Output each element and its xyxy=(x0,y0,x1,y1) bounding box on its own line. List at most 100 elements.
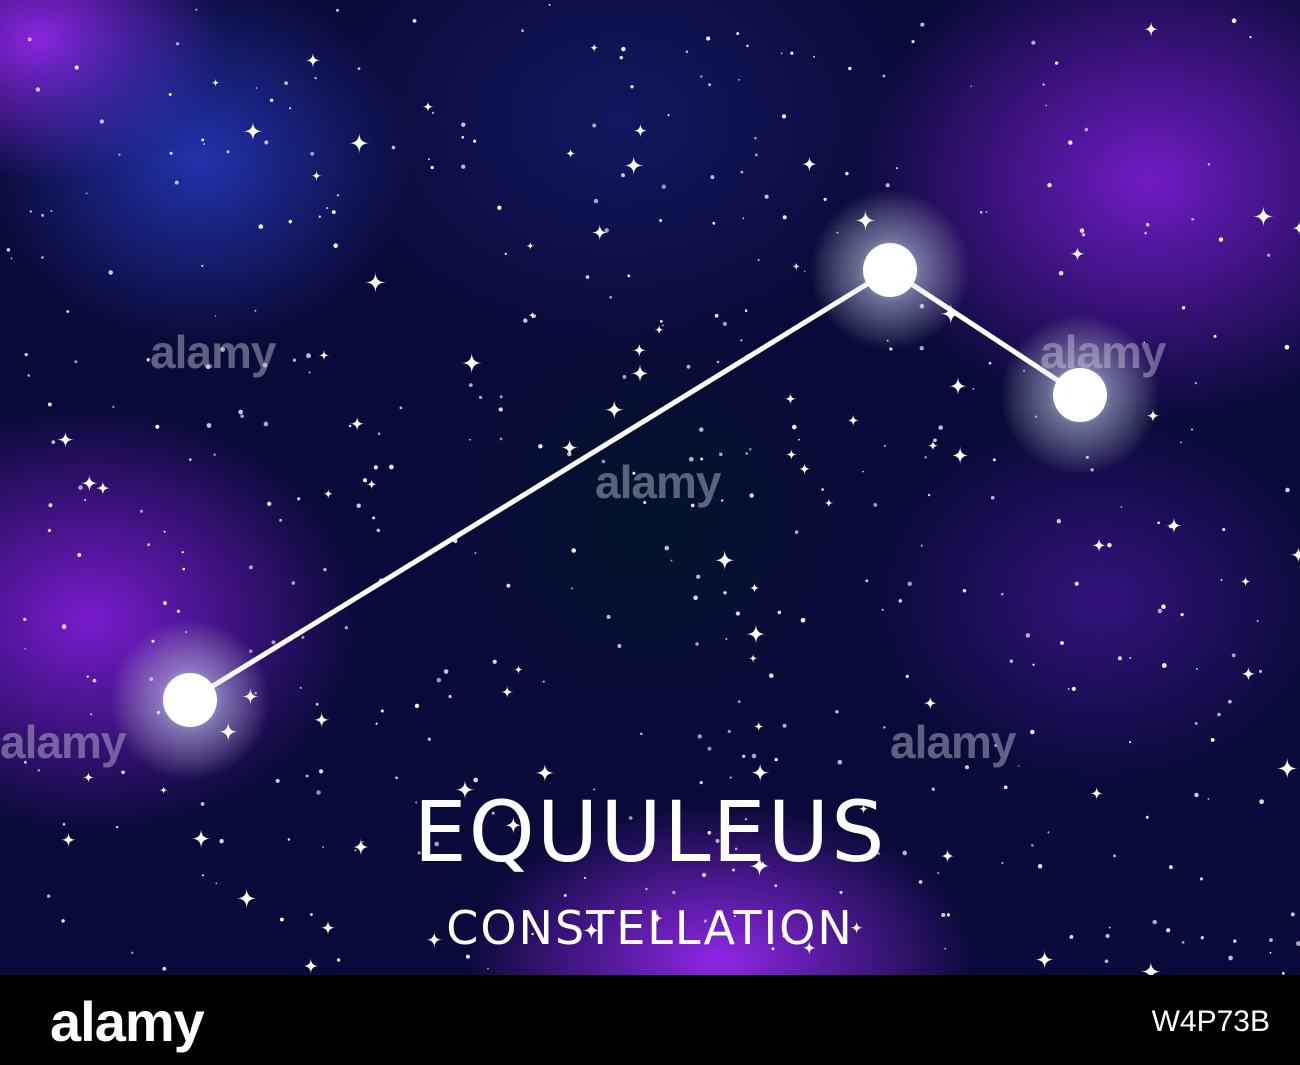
background-star xyxy=(821,488,824,491)
background-star xyxy=(722,321,728,327)
background-star xyxy=(719,452,723,457)
background-star xyxy=(279,518,283,522)
background-star xyxy=(992,458,996,462)
constellation-star-1 xyxy=(163,673,217,727)
background-star xyxy=(707,831,712,835)
sparkle-star xyxy=(1089,786,1104,801)
background-star xyxy=(1168,865,1173,870)
background-star xyxy=(201,264,204,268)
background-star xyxy=(1152,919,1157,925)
background-star xyxy=(1228,699,1232,704)
background-star xyxy=(74,65,79,70)
background-star xyxy=(798,438,800,441)
background-star xyxy=(685,50,689,53)
sparkle-star xyxy=(714,549,736,571)
background-star xyxy=(645,887,648,891)
background-star xyxy=(1068,140,1073,145)
background-star xyxy=(116,825,119,829)
sky-drawing xyxy=(6,3,1300,975)
background-star xyxy=(47,528,52,533)
sparkle-star xyxy=(758,860,768,870)
background-star xyxy=(1058,270,1064,276)
background-star xyxy=(465,954,470,959)
background-star xyxy=(990,495,995,500)
background-star xyxy=(380,709,384,713)
background-star xyxy=(428,158,431,161)
background-star xyxy=(1180,441,1183,444)
background-star xyxy=(946,913,951,917)
background-star xyxy=(1032,663,1035,666)
background-star xyxy=(318,215,321,218)
background-star xyxy=(1031,40,1036,45)
background-star xyxy=(620,921,625,926)
background-star xyxy=(774,884,778,888)
background-star xyxy=(542,680,545,683)
background-star xyxy=(263,421,269,427)
background-star xyxy=(84,499,87,502)
background-star xyxy=(336,193,340,197)
background-star xyxy=(414,703,420,709)
background-star xyxy=(606,614,611,619)
background-star xyxy=(504,252,507,256)
background-star xyxy=(754,153,758,157)
background-star xyxy=(521,29,524,32)
background-star xyxy=(48,503,53,508)
background-star xyxy=(267,501,272,506)
background-star xyxy=(1166,928,1171,933)
background-star xyxy=(417,851,421,855)
background-star xyxy=(1258,669,1263,673)
background-star xyxy=(751,753,757,759)
background-star xyxy=(1207,798,1210,800)
image-id: W4P73B xyxy=(1151,1005,1270,1038)
background-stars xyxy=(6,3,1300,975)
background-star xyxy=(883,444,886,447)
background-star xyxy=(85,192,88,195)
background-star xyxy=(29,210,33,213)
sparkle-star xyxy=(798,462,811,476)
sparkle-star xyxy=(847,414,860,427)
background-star xyxy=(206,423,212,428)
background-star xyxy=(308,371,311,374)
background-star xyxy=(24,647,27,650)
sparkle-star xyxy=(604,399,625,420)
sparkle-star xyxy=(364,271,387,294)
background-star xyxy=(1120,505,1123,508)
background-star xyxy=(672,890,676,895)
background-star xyxy=(1269,938,1273,942)
background-star xyxy=(306,353,311,359)
background-star xyxy=(1161,663,1167,668)
background-star xyxy=(720,499,724,502)
background-star xyxy=(155,424,160,429)
background-star xyxy=(315,702,319,706)
background-star xyxy=(112,405,115,408)
background-star xyxy=(1045,104,1048,107)
background-star xyxy=(1231,653,1236,658)
background-star xyxy=(27,374,30,377)
background-star xyxy=(92,678,97,683)
background-star xyxy=(37,769,41,772)
constellation-stars xyxy=(110,190,1160,780)
background-star xyxy=(474,552,477,555)
background-star xyxy=(461,135,465,139)
background-star xyxy=(74,360,78,364)
background-star xyxy=(621,46,626,52)
background-star xyxy=(391,145,396,150)
sparkle-star xyxy=(745,624,766,645)
background-star xyxy=(972,388,975,390)
background-star xyxy=(621,173,625,178)
background-star xyxy=(749,448,752,451)
background-star xyxy=(1074,581,1079,586)
background-star xyxy=(336,8,339,12)
sparkle-star xyxy=(849,920,864,935)
background-star xyxy=(182,567,185,571)
background-star xyxy=(1047,182,1052,188)
sparkle-star xyxy=(1252,205,1275,228)
background-star xyxy=(661,184,667,190)
sparkle-star xyxy=(311,170,322,181)
background-star xyxy=(883,726,886,729)
background-star xyxy=(163,601,167,605)
background-star xyxy=(188,458,192,461)
sparkle-star xyxy=(1240,666,1256,682)
background-star xyxy=(430,165,434,170)
